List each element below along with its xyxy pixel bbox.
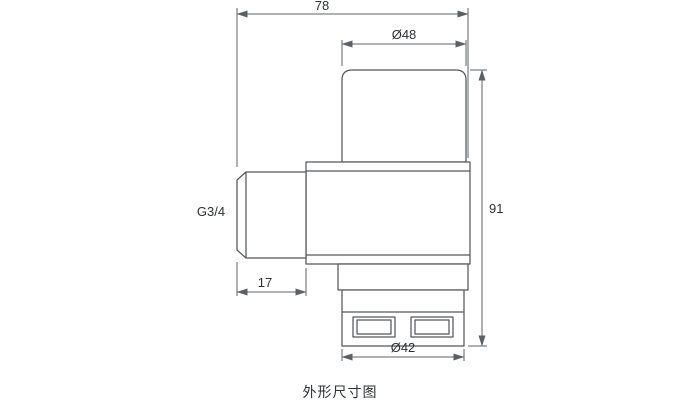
dim-outlet-diameter: Ø42 [341,340,465,361]
dimensions: 78 Ø48 91 17 [197,0,503,361]
dim-cap-diameter: Ø48 [341,27,467,66]
drawing-caption: 外形尺寸图 [303,384,378,400]
dim-thread-length: 17 [236,262,307,296]
outlet-slot-right-inner [414,319,450,335]
valve-outline [236,69,471,347]
valve-body [305,161,471,265]
dim-overall-width: 78 [236,0,469,167]
outlet-flange [337,263,469,291]
dim-overall-height-label: 91 [489,201,503,216]
dim-outlet-diameter-label: Ø42 [391,340,416,355]
valve-cap [341,69,467,163]
dim-overall-width-label: 78 [315,0,329,13]
outlet-slot-left [352,316,396,338]
dim-overall-height: 91 [468,69,503,347]
dim-cap-diameter-label: Ø48 [392,27,417,42]
thread-spec-label: G3/4 [197,204,225,219]
outlet-slot-left-inner [356,319,392,335]
dim-thread-length-label: 17 [258,275,272,290]
side-port [236,171,307,259]
outlet-slot-right [410,316,454,338]
